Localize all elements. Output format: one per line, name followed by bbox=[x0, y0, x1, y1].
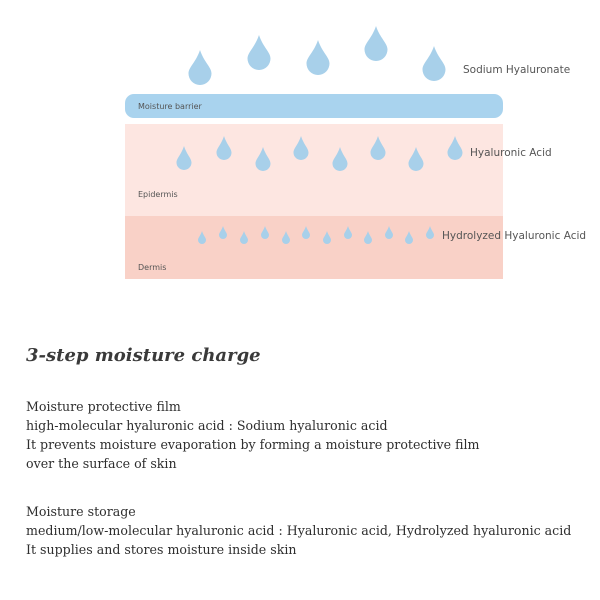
small-drop-8 bbox=[344, 226, 352, 239]
small-drop-7 bbox=[323, 231, 331, 244]
medium-drop-6 bbox=[370, 136, 386, 160]
protective-film-paragraph: Moisture protective film high-molecular … bbox=[26, 397, 480, 473]
small-drop-4 bbox=[261, 226, 269, 239]
large-drop-1 bbox=[188, 50, 212, 85]
dermis-layer bbox=[125, 216, 503, 279]
small-drop-11 bbox=[405, 231, 413, 244]
large-drop-5 bbox=[422, 46, 446, 81]
hydrolyzed-hyaluronic-acid-drops bbox=[198, 226, 434, 244]
small-drop-3 bbox=[240, 231, 248, 244]
epidermis-layer bbox=[125, 124, 503, 216]
medium-drop-3 bbox=[255, 147, 271, 172]
hydrolyzed-hyaluronic-acid-label: Hydrolyzed Hyaluronic Acid bbox=[442, 230, 586, 242]
small-drop-5 bbox=[282, 231, 290, 244]
small-drop-9 bbox=[364, 231, 372, 244]
skin-layers-diagram: Sodium Hyaluronate Moisture barrier Hyal… bbox=[125, 26, 586, 279]
hyaluronic-acid-drops bbox=[176, 136, 463, 172]
medium-drop-7 bbox=[408, 147, 424, 172]
medium-drop-1 bbox=[176, 146, 192, 171]
sodium-hyaluronate-label: Sodium Hyaluronate bbox=[463, 64, 570, 76]
small-drop-10 bbox=[385, 226, 393, 239]
small-drop-2 bbox=[219, 226, 227, 239]
protective-film-description-1: It prevents moisture evaporation by form… bbox=[26, 437, 480, 452]
moisture-storage-description: It supplies and stores moisture inside s… bbox=[26, 542, 297, 557]
moisture-storage-ingredient: medium/low-molecular hyaluronic acid : H… bbox=[26, 523, 572, 538]
medium-drop-4 bbox=[293, 136, 309, 160]
medium-drop-2 bbox=[216, 136, 232, 160]
small-drop-6 bbox=[302, 226, 310, 239]
large-drop-2 bbox=[247, 35, 271, 70]
protective-film-title: Moisture protective film bbox=[26, 399, 181, 414]
moisture-barrier-label: Moisture barrier bbox=[138, 102, 203, 111]
section-heading: 3-step moisture charge bbox=[26, 345, 261, 366]
medium-drop-5 bbox=[332, 147, 348, 172]
small-drop-1 bbox=[198, 231, 206, 244]
medium-drop-8 bbox=[447, 136, 463, 160]
hyaluronic-acid-label: Hyaluronic Acid bbox=[470, 147, 552, 159]
epidermis-label: Epidermis bbox=[138, 190, 178, 199]
moisture-barrier-layer bbox=[125, 94, 503, 118]
small-drop-12 bbox=[426, 226, 434, 239]
moisture-storage-title: Moisture storage bbox=[26, 504, 136, 519]
moisture-storage-paragraph: Moisture storage medium/low-molecular hy… bbox=[26, 502, 571, 559]
sodium-hyaluronate-drops bbox=[188, 26, 446, 85]
large-drop-4 bbox=[364, 26, 388, 61]
protective-film-ingredient: high-molecular hyaluronic acid : Sodium … bbox=[26, 418, 388, 433]
large-drop-3 bbox=[306, 40, 330, 75]
dermis-label: Dermis bbox=[138, 263, 166, 272]
protective-film-description-2: over the surface of skin bbox=[26, 456, 177, 471]
